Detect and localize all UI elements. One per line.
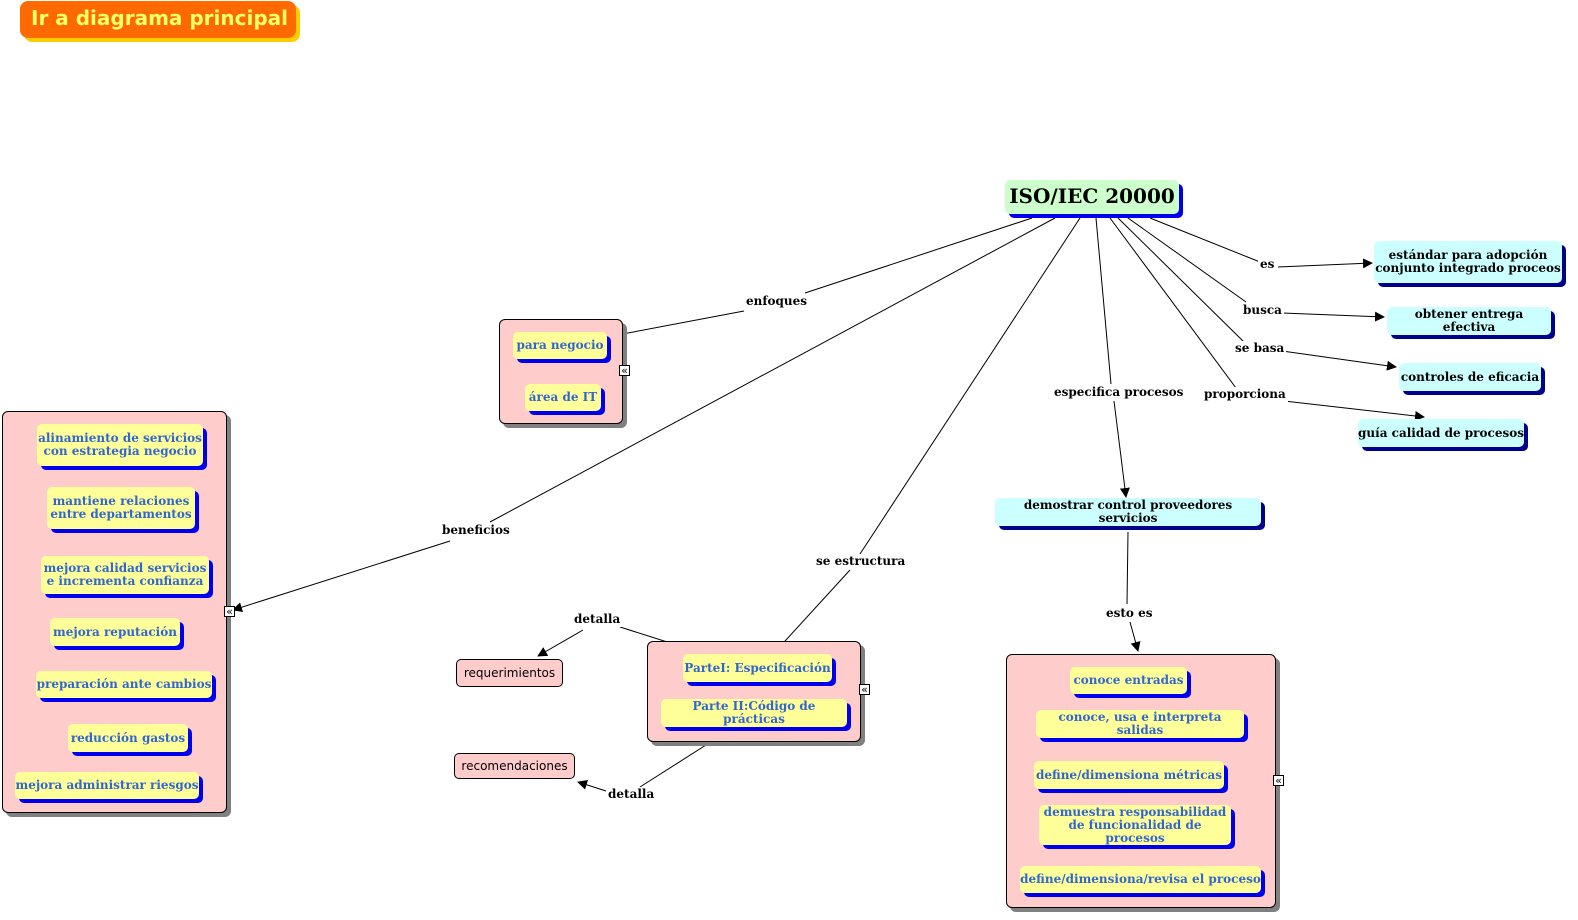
link-label-busca: busca bbox=[1241, 303, 1284, 318]
node-controles-eficacia[interactable]: controles de eficacia bbox=[1399, 363, 1541, 391]
edge-enfoques-b bbox=[611, 310, 745, 340]
link-label-beneficios: beneficios bbox=[440, 523, 512, 538]
link-label-detalla: detalla bbox=[606, 787, 657, 802]
node-conoce-entradas[interactable]: conoce entradas bbox=[1070, 667, 1187, 694]
node-demuestra-responsabilidad[interactable]: demuestra responsabilidad de funcionalid… bbox=[1039, 805, 1231, 845]
link-label-esto-es: esto es bbox=[1104, 606, 1155, 621]
node-demostrar-control[interactable]: demostrar control proveedores servicios bbox=[995, 498, 1261, 526]
link-label-es: es bbox=[1258, 257, 1277, 272]
node-parte-i[interactable]: ParteI: Especificación bbox=[683, 654, 832, 682]
edge-se-estructura-b bbox=[774, 569, 851, 653]
edge-se-basa-b bbox=[1281, 350, 1397, 371]
edge-detalla2-b bbox=[577, 779, 607, 792]
node-recomendaciones[interactable]: recomendaciones bbox=[454, 753, 575, 779]
node-mejora-reputacion[interactable]: mejora reputación bbox=[50, 618, 180, 646]
node-reduccion-gastos[interactable]: reducción gastos bbox=[68, 724, 188, 752]
node-entrega-efectiva[interactable]: obtener entrega efectiva bbox=[1387, 307, 1551, 335]
edge-proporciona-b bbox=[1283, 400, 1425, 421]
edge-especifica-b bbox=[1113, 400, 1130, 498]
edge-proporciona-a bbox=[1109, 217, 1237, 389]
node-preparacion-cambios[interactable]: preparación ante cambios bbox=[36, 671, 212, 698]
link-label-se-estructura: se estructura bbox=[814, 554, 908, 569]
edge-se-estructura-a bbox=[859, 217, 1081, 555]
node-define-metricas[interactable]: define/dimensiona métricas bbox=[1034, 761, 1224, 789]
edge-beneficios-a bbox=[489, 217, 1056, 523]
edge-es-b bbox=[1277, 258, 1373, 269]
node-mantiene-relaciones[interactable]: mantiene relaciones entre departamentos bbox=[47, 487, 195, 529]
edge-enfoques-a bbox=[804, 217, 1033, 294]
edge-especifica-a bbox=[1095, 217, 1112, 385]
collapse-icon[interactable]: « bbox=[1273, 775, 1284, 786]
node-parte-ii[interactable]: Parte II:Código de prácticas bbox=[661, 699, 847, 727]
node-estandar[interactable]: estándar para adopción conjunto integrad… bbox=[1374, 241, 1562, 283]
node-requerimientos[interactable]: requerimientos bbox=[456, 659, 563, 687]
node-define-revisa-proceso[interactable]: define/dimensiona/revisa el proceso bbox=[1020, 866, 1261, 893]
collapse-icon[interactable]: « bbox=[619, 365, 630, 376]
collapse-icon[interactable]: « bbox=[859, 684, 870, 695]
home-button[interactable]: Ir a diagrama principal bbox=[20, 1, 296, 38]
edge-es-a bbox=[1149, 217, 1261, 263]
edge-beneficios-b bbox=[232, 540, 451, 613]
node-area-it[interactable]: área de IT bbox=[525, 384, 601, 411]
node-para-negocio[interactable]: para negocio bbox=[513, 332, 607, 359]
link-label-enfoques: enfoques bbox=[744, 294, 810, 309]
main-node-iso-iec-20000[interactable]: ISO/IEC 20000 bbox=[1005, 180, 1179, 214]
edge-se-basa-a bbox=[1117, 217, 1245, 343]
edge-busca-b bbox=[1281, 311, 1385, 322]
node-mejora-calidad[interactable]: mejora calidad servicios e incrementa co… bbox=[41, 556, 209, 594]
link-label-detalla: detalla bbox=[572, 612, 623, 627]
group-beneficios bbox=[2, 411, 227, 813]
edge-detalla1-b bbox=[537, 629, 584, 657]
link-label-proporciona: proporciona bbox=[1202, 387, 1288, 402]
collapse-icon[interactable]: « bbox=[224, 606, 235, 617]
edge-esto-es-a bbox=[1126, 531, 1129, 605]
link-label-especifica-procesos: especifica procesos bbox=[1052, 385, 1186, 400]
edge-esto-es-b bbox=[1129, 621, 1141, 652]
node-conoce-salidas[interactable]: conoce, usa e interpreta salidas bbox=[1036, 710, 1244, 738]
node-alinamiento[interactable]: alinamiento de servicios con estrategia … bbox=[37, 424, 203, 466]
link-label-se-basa: se basa bbox=[1233, 341, 1287, 356]
node-mejora-riesgos[interactable]: mejora administrar riesgos bbox=[15, 772, 199, 799]
node-guia-calidad[interactable]: guía calidad de procesos bbox=[1358, 419, 1524, 447]
edge-busca-a bbox=[1127, 217, 1247, 303]
